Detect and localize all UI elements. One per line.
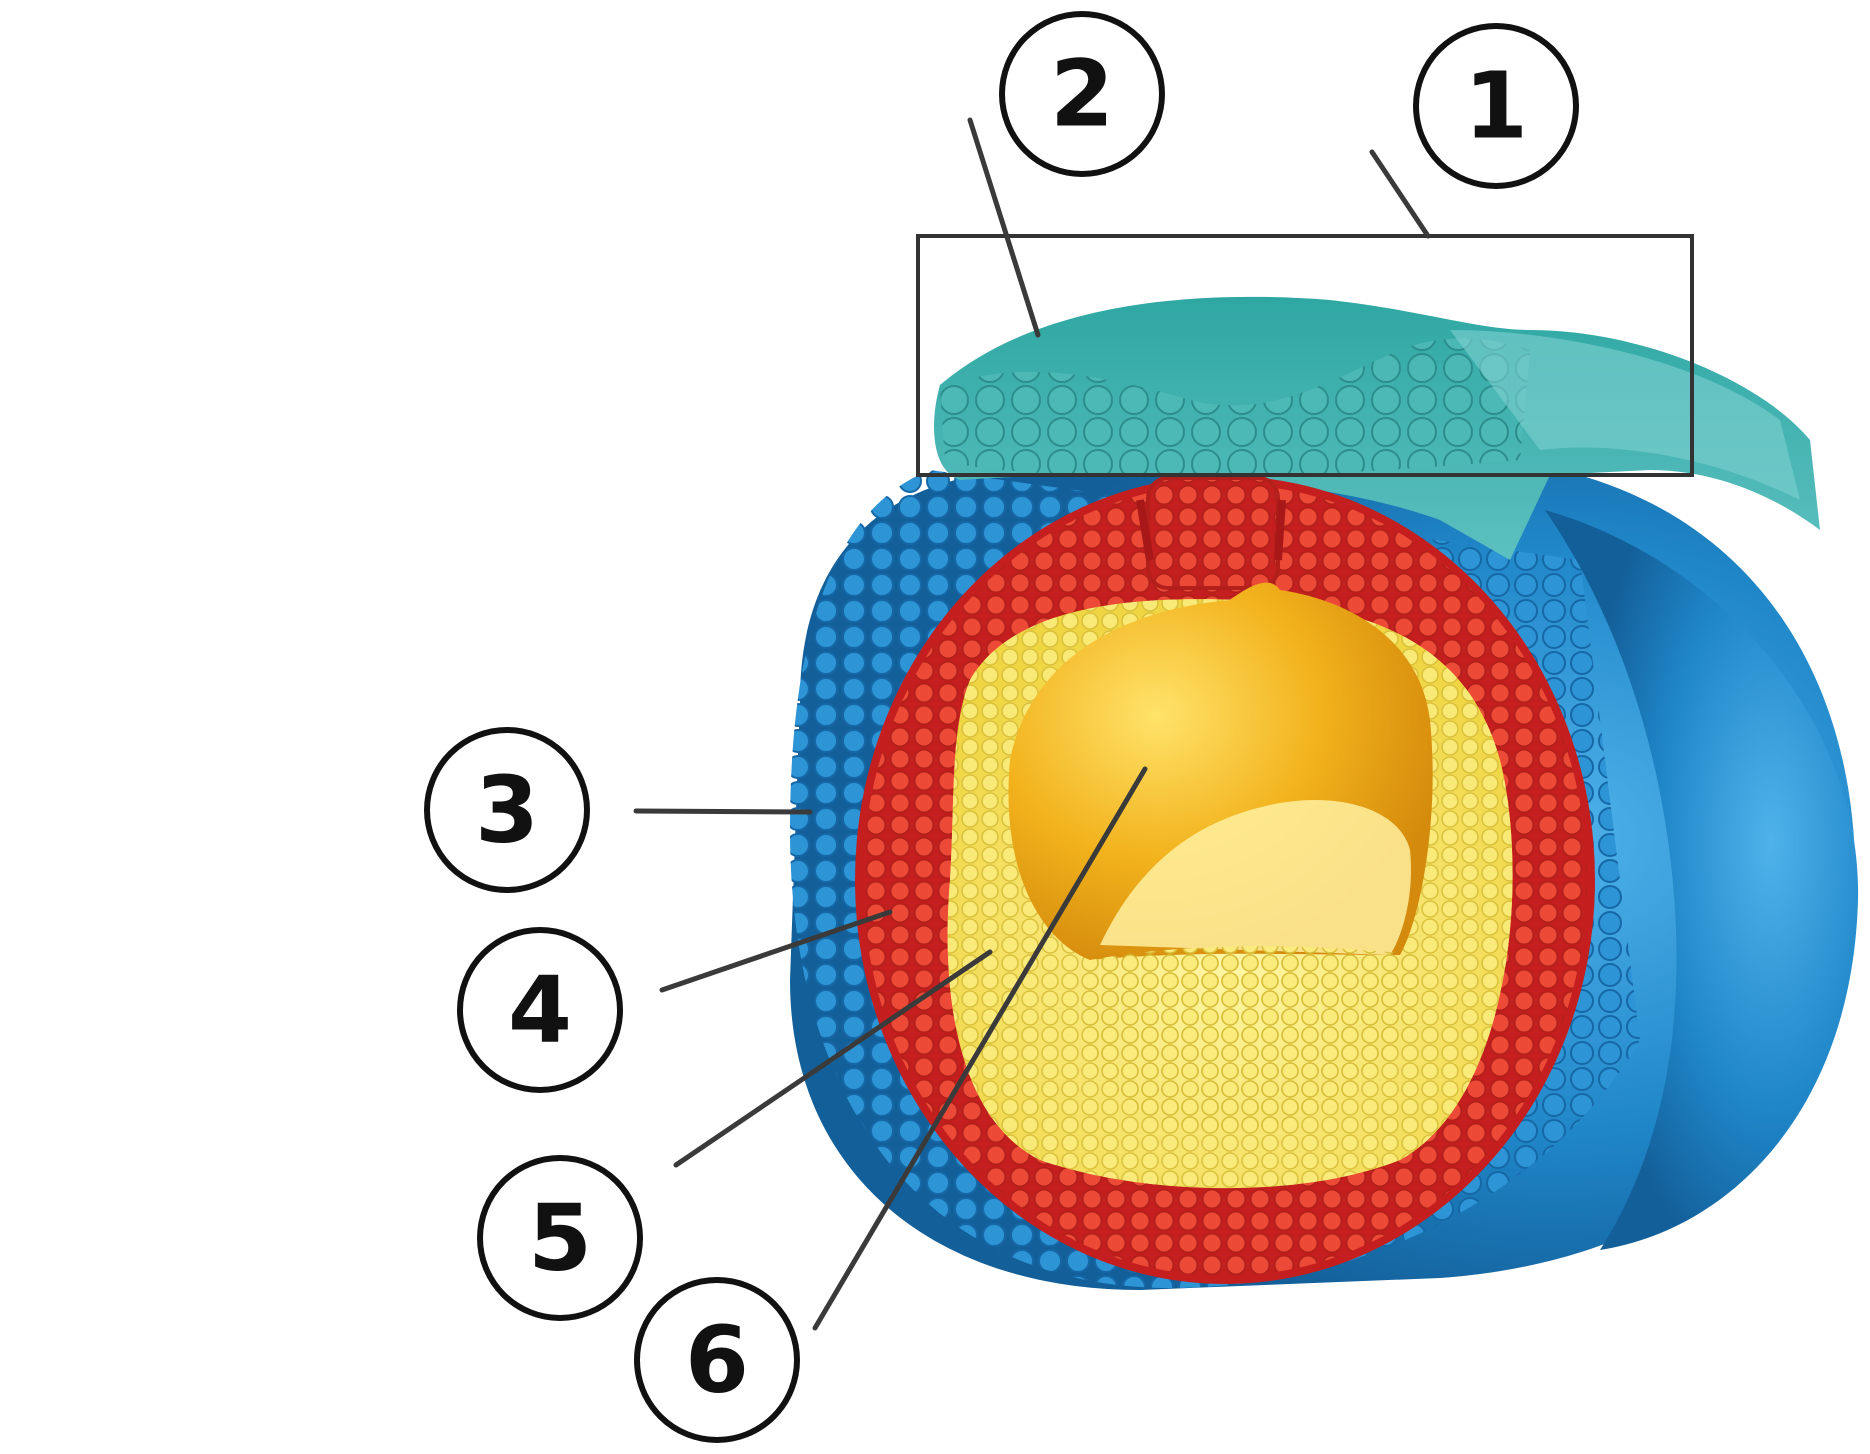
label-3-text: 3 [475, 757, 539, 864]
label-1-text: 1 [1464, 53, 1528, 160]
label-6-circle [634, 1277, 800, 1443]
leader-lines [633, 117, 1431, 1331]
label-4-circle [457, 927, 623, 1093]
label-2-circle [999, 11, 1165, 177]
leader-line-5 [673, 949, 993, 1168]
label-5-text: 5 [528, 1185, 592, 1292]
teal-neural-plate [934, 296, 1820, 560]
label-1: 1 [1413, 23, 1579, 189]
leader-line-6 [812, 766, 1148, 1331]
leader-line-3 [633, 808, 813, 815]
label-2: 2 [999, 11, 1165, 177]
label-1-circle [1413, 23, 1579, 189]
label-6-text: 6 [685, 1307, 749, 1414]
label-5-circle [477, 1155, 643, 1321]
leader-line-1 [1369, 149, 1431, 239]
label-4-text: 4 [508, 957, 572, 1064]
label-2-text: 2 [1050, 41, 1114, 148]
label-3: 3 [424, 727, 590, 893]
label-4: 4 [457, 927, 623, 1093]
label-5: 5 [477, 1155, 643, 1321]
label-3-circle [424, 727, 590, 893]
yellow-core [1008, 582, 1433, 1130]
label-6: 6 [634, 1277, 800, 1443]
leader-line-2 [967, 117, 1041, 338]
leader-line-4 [659, 909, 893, 993]
label-1-bracket [916, 234, 1694, 477]
